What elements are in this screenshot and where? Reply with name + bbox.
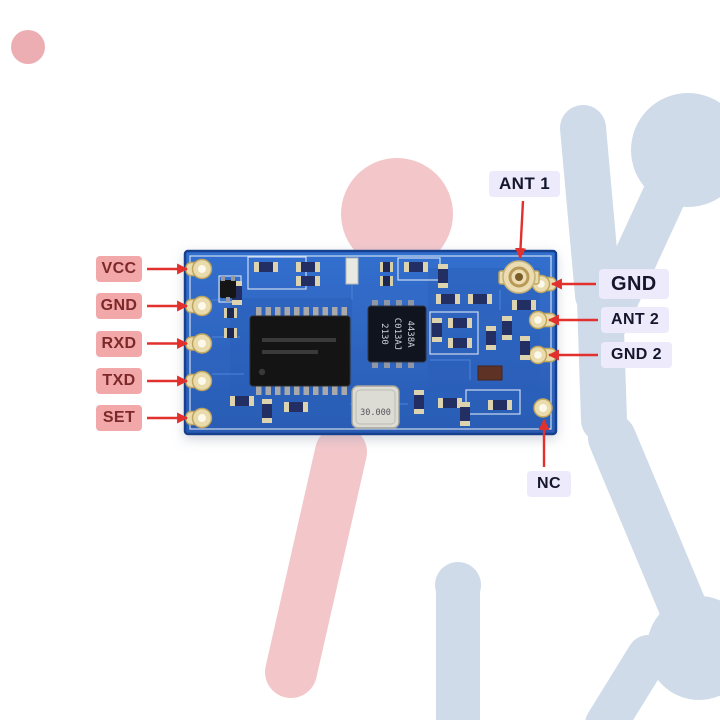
pointer-arrows xyxy=(147,200,598,467)
crystal-frequency-label: 30.000 xyxy=(360,408,391,418)
pin-label-gnd2: GND 2 xyxy=(601,342,672,368)
rf-chip-marking-line1: 4438A xyxy=(405,320,415,348)
pin-label-ant2: ANT 2 xyxy=(601,307,670,333)
pin-label-rxd: RXD xyxy=(96,330,142,357)
pin-label-set: SET xyxy=(96,405,142,431)
crystal-oscillator: 30.000 xyxy=(351,385,400,429)
pin-label-txd: TXD xyxy=(96,368,142,394)
pin-label-gnd: GND xyxy=(96,293,142,319)
rf-chip: 4438A C013AJ 2130 xyxy=(367,300,427,368)
transistor xyxy=(220,276,236,302)
silver-capacitor xyxy=(345,257,359,285)
smd-components xyxy=(220,257,536,426)
brown-component xyxy=(477,365,503,381)
rf-chip-marking-line2: C013AJ xyxy=(392,318,402,351)
left-pin-pads xyxy=(185,258,213,429)
pin-label-vcc: VCC xyxy=(96,256,142,282)
background-decoration xyxy=(11,30,720,720)
pcb-board: 4438A C013AJ 2130 30.000 xyxy=(183,249,558,436)
pin-label-ant1: ANT 1 xyxy=(489,171,561,197)
mcu-chip xyxy=(249,307,351,395)
ufl-antenna-connector xyxy=(498,260,540,294)
arrow-ant1 xyxy=(515,200,527,260)
rf-chip-marking-line3: 2130 xyxy=(379,323,389,345)
pin-label-nc: NC xyxy=(527,471,571,497)
pin-label-gnd-right: GND xyxy=(599,269,669,299)
